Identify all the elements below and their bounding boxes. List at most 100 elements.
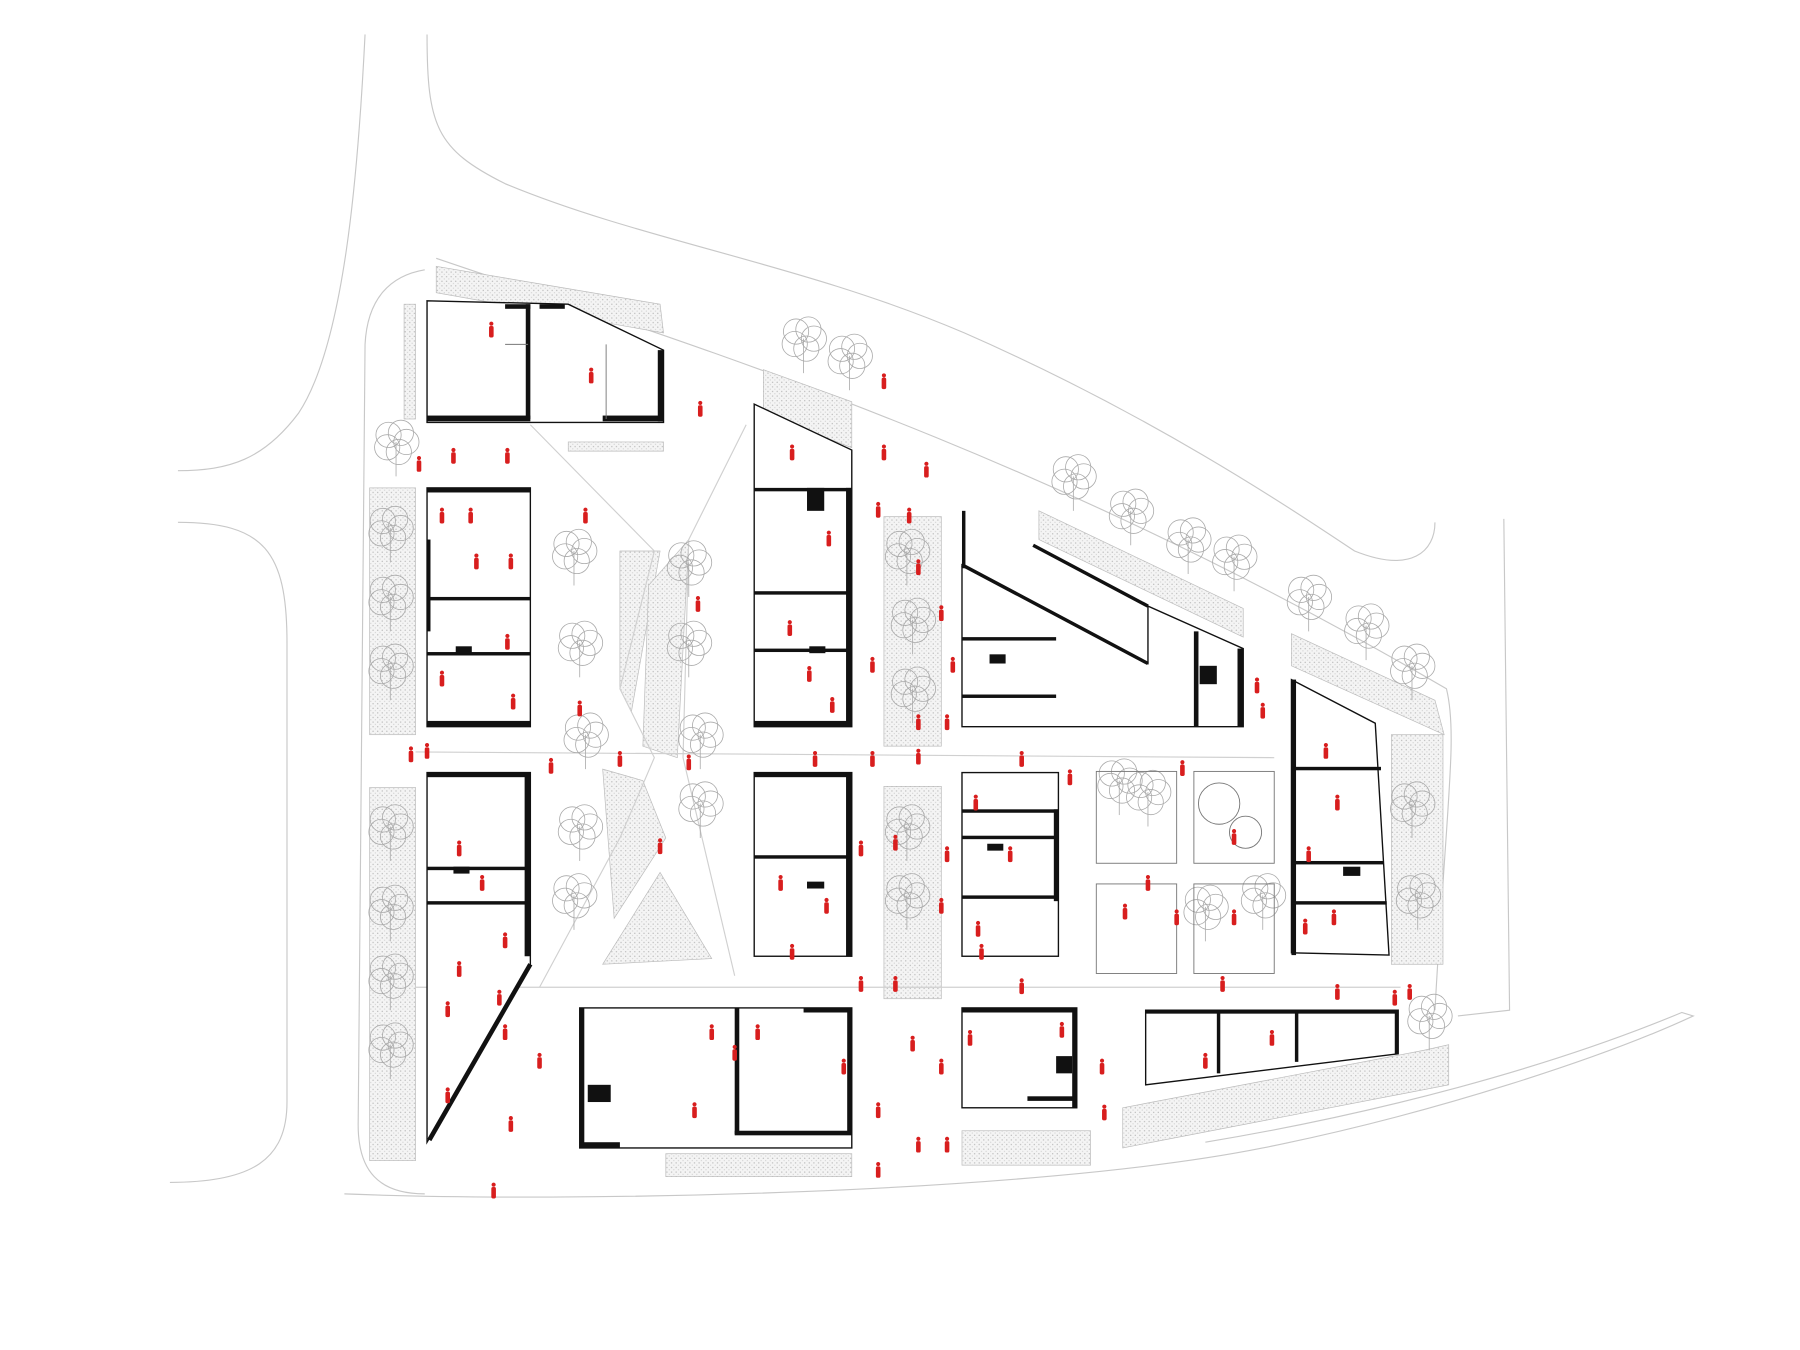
person-figure-icon [979, 943, 984, 960]
tree-icon [563, 712, 609, 770]
tree-icon [1166, 517, 1212, 574]
tree-icon [1240, 873, 1287, 930]
tree-icon [557, 804, 604, 861]
person-figure-icon [1260, 702, 1266, 719]
tree-icon [374, 419, 420, 477]
person-figure-icon [451, 447, 456, 464]
person-figure-icon [944, 714, 950, 731]
person-figure-icon [1331, 909, 1337, 926]
person-figure-icon [924, 461, 929, 478]
tree-icon [1395, 873, 1442, 930]
person-figure-icon [1019, 978, 1024, 995]
person-figure-icon [548, 757, 554, 774]
person-figure-icon [1145, 874, 1151, 891]
person-figure-icon [910, 1035, 915, 1052]
person-figure-icon [875, 1161, 881, 1178]
tree-icon [827, 333, 873, 391]
person-figure-icon [812, 750, 818, 767]
planting-strips [369, 265, 1450, 1178]
person-figure-icon [916, 714, 921, 731]
person-figure-icon [826, 530, 832, 547]
person-figure-icon [807, 666, 812, 682]
tree-icon [557, 620, 604, 678]
person-figure-icon [445, 1087, 450, 1104]
person-figure-icon [445, 1001, 450, 1018]
person-figure-icon [975, 920, 981, 937]
person-figure-icon [1019, 750, 1024, 767]
person-figure-icon [1007, 846, 1013, 863]
person-figure-icon [1231, 829, 1237, 845]
person-figure-icon [1335, 794, 1340, 811]
person-figure-icon [789, 943, 795, 960]
person-figure-icon [789, 444, 795, 461]
person-figure-icon [950, 656, 956, 673]
person-figure-icon [577, 700, 583, 717]
person-figure-icon [439, 507, 445, 524]
tree-icon [1126, 769, 1172, 827]
person-figure-icon [695, 596, 701, 612]
tree-icon [1183, 884, 1229, 942]
person-figure-icon [408, 746, 414, 763]
tree-icon [1286, 574, 1333, 632]
person-figure-icon [824, 897, 829, 914]
tree-icon [368, 1022, 414, 1080]
person-figure-icon [537, 1052, 542, 1069]
tree-icon [368, 505, 414, 563]
tree-icon [368, 953, 414, 1011]
person-figure-icon [939, 1058, 944, 1075]
person-figure-icon [973, 794, 979, 811]
person-figure-icon [1059, 1021, 1065, 1038]
person-figure-icon [497, 989, 502, 1006]
person-figure-icon [858, 840, 864, 857]
person-figure-icon [456, 961, 462, 977]
person-figure-icon [491, 1182, 496, 1199]
person-figure-icon [1306, 846, 1311, 863]
tree-icon [1344, 603, 1390, 661]
person-figure-icon [875, 1102, 881, 1119]
person-figure-icon [893, 834, 898, 851]
tree-icon [1212, 534, 1258, 592]
person-figure-icon [916, 1136, 921, 1153]
buildings [426, 300, 1399, 1149]
person-figure-icon [508, 1116, 514, 1132]
person-figure-icon [787, 620, 793, 636]
person-figure-icon [489, 321, 494, 338]
person-figure-icon [510, 693, 516, 710]
person-figure-icon [755, 1024, 760, 1041]
tree-icon [368, 574, 414, 632]
building-1 [426, 300, 665, 424]
building-6 [579, 1007, 853, 1149]
person-figure-icon [502, 932, 508, 949]
person-figure-icon [778, 874, 783, 891]
person-figure-icon [881, 444, 887, 461]
tree-icon [666, 540, 713, 597]
person-figure-icon [697, 400, 703, 417]
person-figure-icon [1203, 1052, 1208, 1069]
tree-icon [1390, 643, 1436, 701]
person-figure-icon [692, 1102, 697, 1119]
person-figure-icon [657, 838, 663, 855]
people [408, 321, 1412, 1199]
tree-icon [368, 884, 414, 942]
building-11 [1144, 1009, 1399, 1086]
building-4 [753, 402, 853, 728]
tree-icon [678, 781, 724, 839]
paths [415, 424, 1401, 988]
tree-icon [666, 620, 713, 678]
tree-icon [368, 643, 414, 701]
tree-icon [885, 528, 931, 586]
person-figure-icon [1067, 769, 1073, 786]
person-figure-icon [944, 1136, 950, 1153]
tree-icon [885, 873, 931, 930]
person-figure-icon [1302, 918, 1308, 935]
tree-icon [781, 316, 827, 374]
person-figure-icon [474, 553, 479, 570]
tree-icon [890, 666, 936, 724]
person-figure-icon [944, 846, 950, 863]
tree-icon [890, 597, 936, 655]
person-figure-icon [424, 742, 430, 759]
person-figure-icon [479, 874, 485, 891]
person-figure-icon [1392, 989, 1398, 1006]
person-figure-icon [1180, 760, 1185, 777]
